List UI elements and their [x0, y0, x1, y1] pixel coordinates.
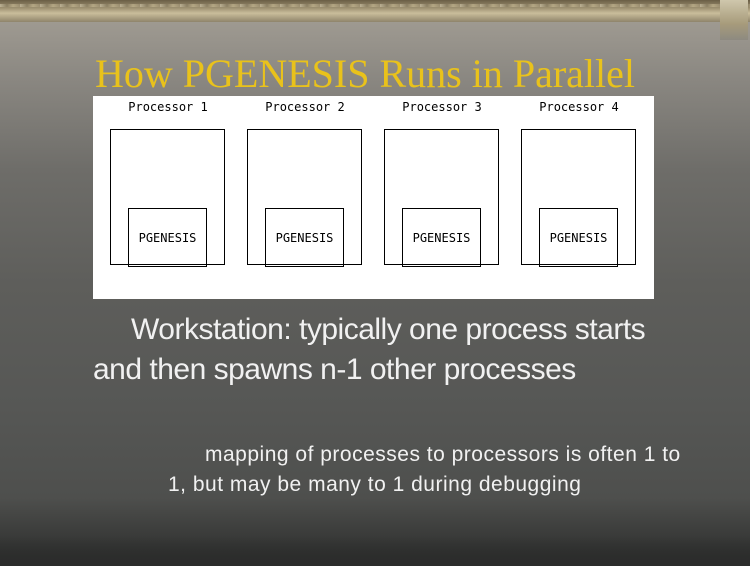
slide-bottom-shadow — [0, 536, 750, 566]
processor-label-3: Processor 3 — [402, 100, 482, 114]
processor-diagram: Processor 1 Processor 2 Processor 3 Proc… — [93, 96, 654, 299]
slide-top-border — [0, 0, 750, 22]
processor-label-2: Processor 2 — [265, 100, 345, 114]
bullet-main: Workstation: typically one process start… — [93, 313, 646, 386]
processor-box-2: PGENESIS — [247, 129, 362, 267]
bullet-sub: mapping of processes to processors is of… — [168, 443, 681, 496]
processor-label-4: Processor 4 — [539, 100, 619, 114]
processor-box-3: PGENESIS — [384, 129, 499, 267]
pgenesis-box-4: PGENESIS — [539, 208, 618, 267]
slide-title: How PGENESIS Runs in Parallel — [95, 51, 635, 96]
processor-box-1: PGENESIS — [110, 129, 225, 267]
pgenesis-box-1: PGENESIS — [128, 208, 207, 267]
pgenesis-box-2: PGENESIS — [265, 208, 344, 267]
slide-corner-decoration — [720, 0, 748, 40]
pgenesis-box-3: PGENESIS — [402, 208, 481, 267]
processor-label-1: Processor 1 — [128, 100, 208, 114]
processor-box-4: PGENESIS — [521, 129, 636, 267]
